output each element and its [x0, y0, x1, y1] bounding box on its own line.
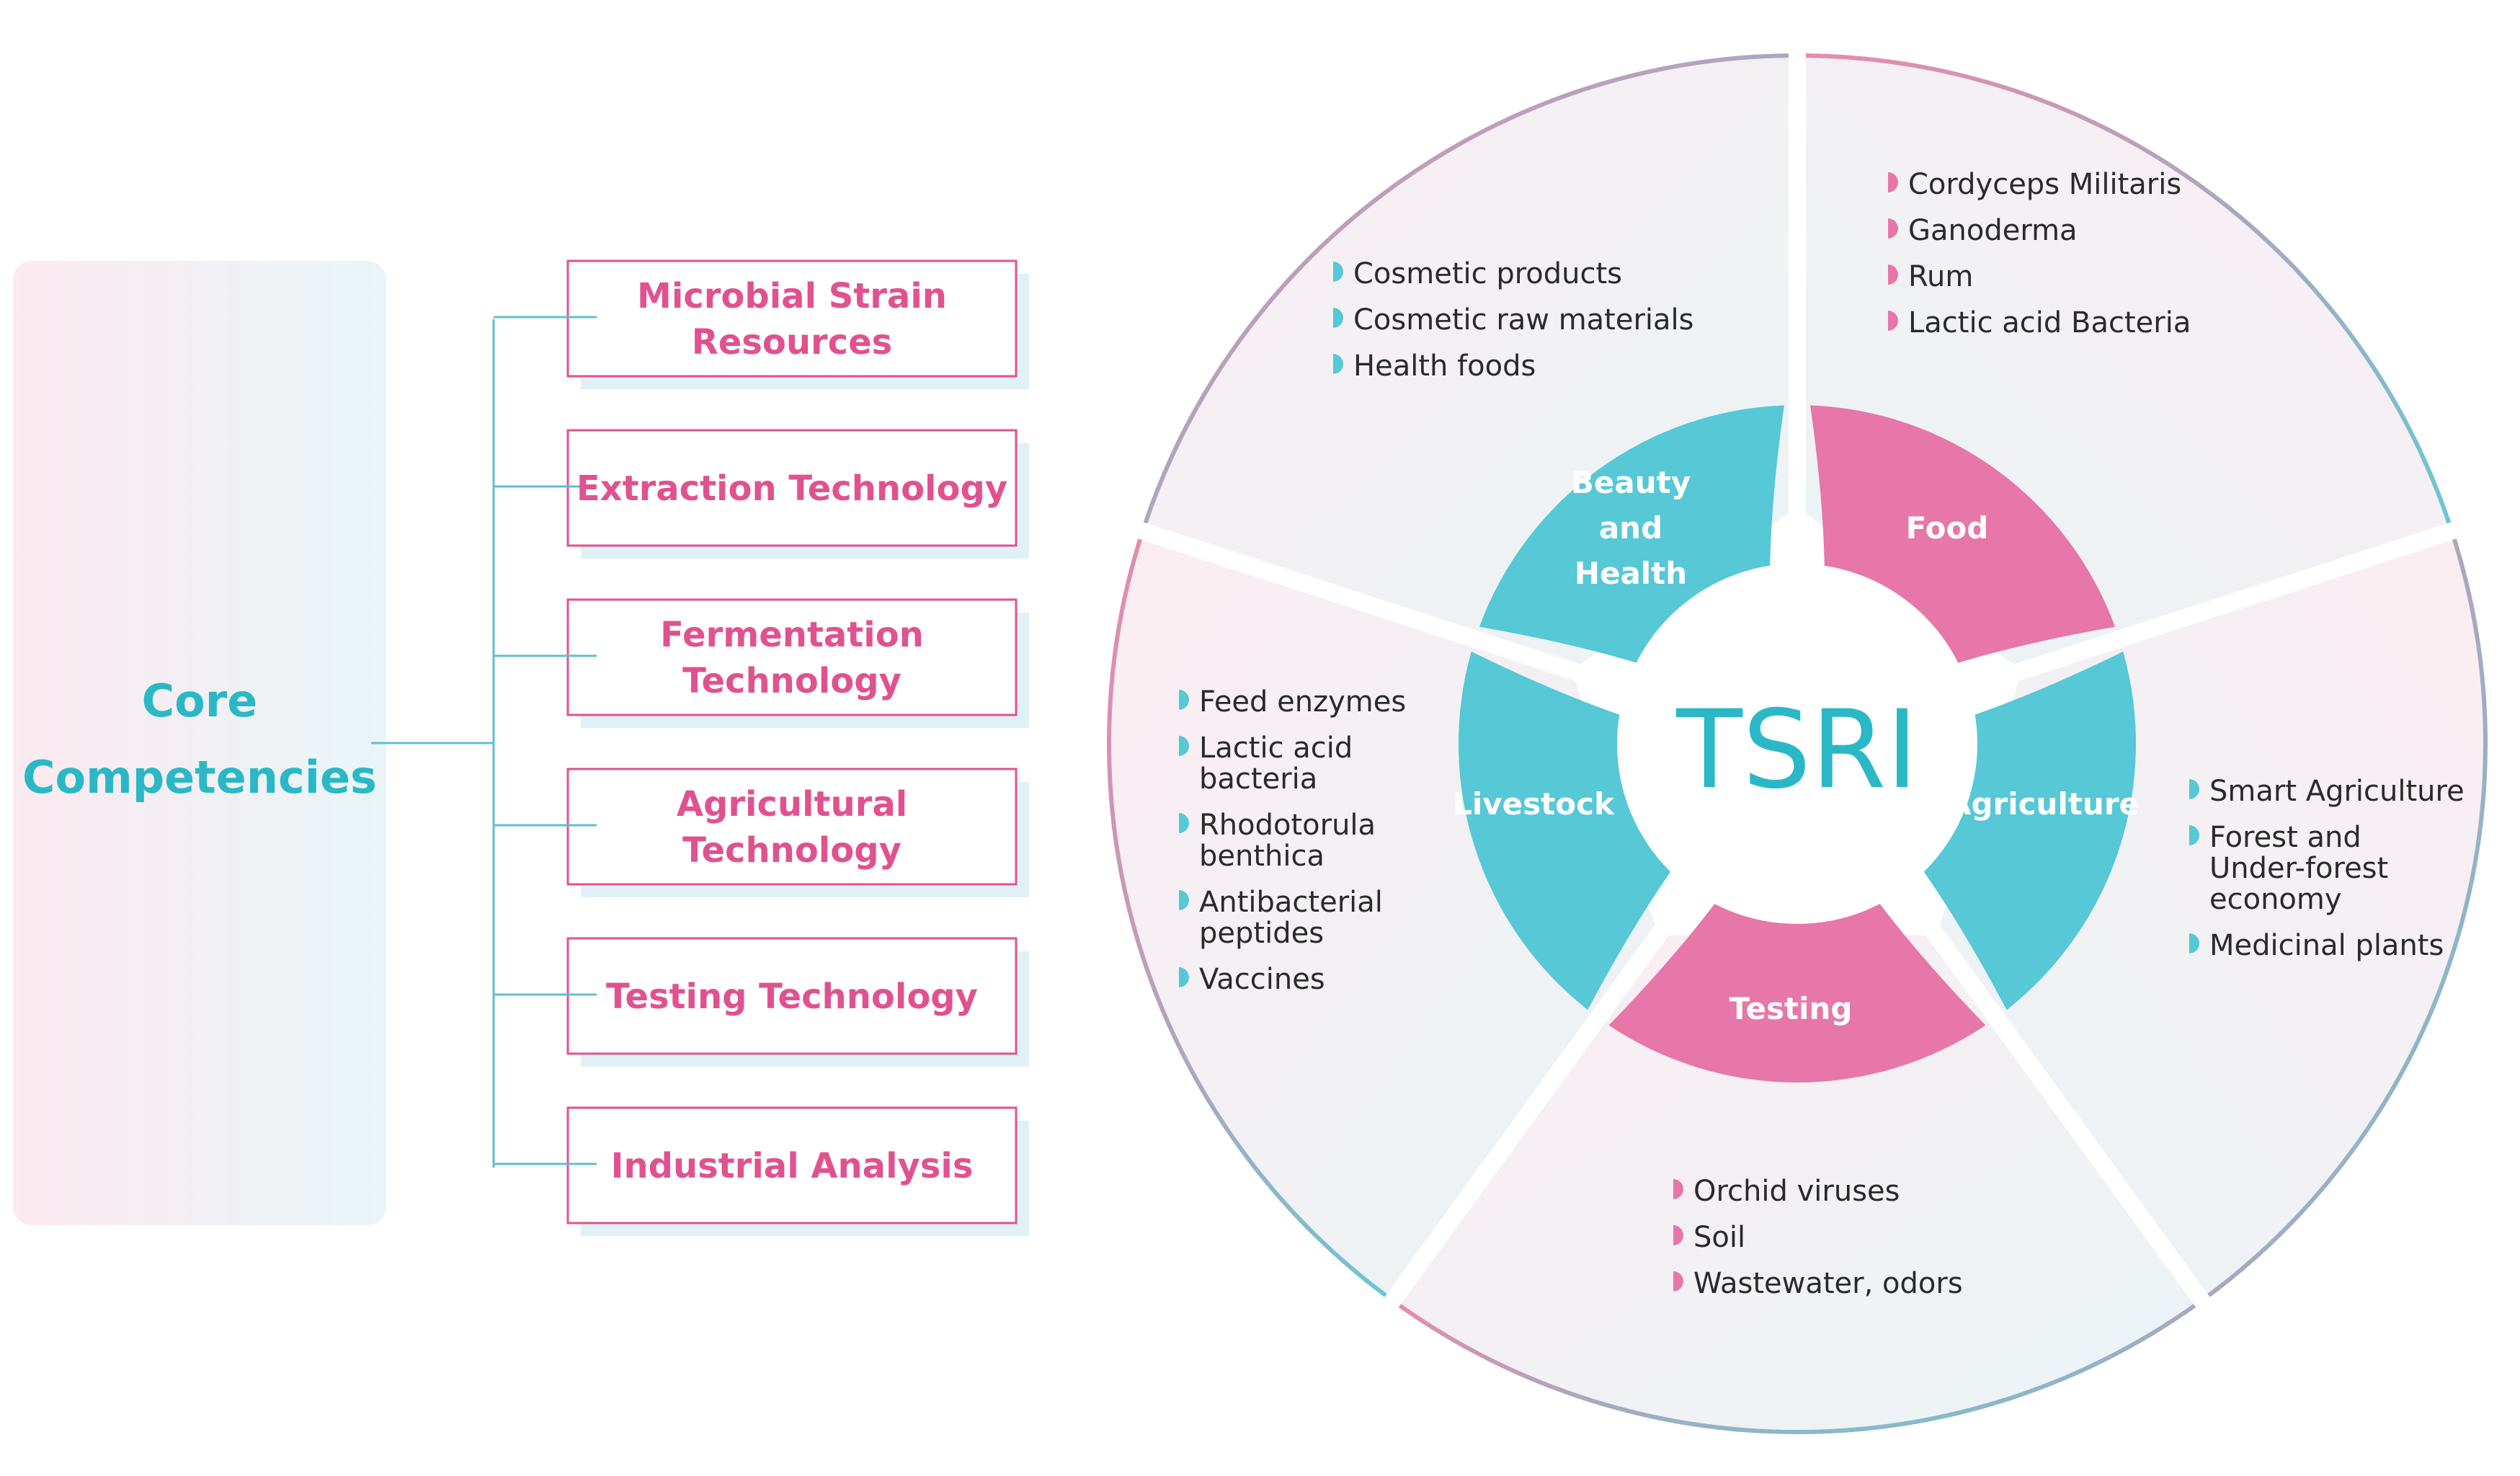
competency-box: [566, 768, 1018, 886]
competency-label: Agricultural: [677, 784, 907, 824]
list-item: bacteria: [1199, 763, 1317, 796]
sector-rim-livestock: [1107, 538, 1387, 1297]
bullet-icon: [2189, 779, 2199, 799]
list-item: Medicinal plants: [2209, 929, 2444, 962]
core-title-line2: Competencies: [22, 751, 377, 804]
list-item: Antibacterial: [1199, 886, 1383, 919]
competency-label: Technology: [682, 661, 901, 701]
sector-rim-testing: [1398, 1304, 2196, 1434]
bullet-icon: [1673, 1271, 1683, 1292]
domain-label-agriculture: Agriculture: [1948, 786, 2140, 822]
center-title: TSRI: [1675, 688, 1918, 813]
list-item: economy: [2209, 883, 2342, 916]
petal-testing: [1608, 859, 1986, 1083]
domain-label-beauty: and: [1599, 510, 1662, 546]
list-item: Ganoderma: [1908, 214, 2078, 247]
sector-rim-beauty: [1143, 53, 1789, 524]
core-panel: [13, 261, 386, 1225]
competency-label: Microbial Strain: [637, 276, 947, 316]
domain-label-livestock: Livestock: [1453, 786, 1615, 822]
domain-label-food: Food: [1906, 510, 1989, 546]
competency-box: [566, 429, 1018, 547]
bullet-icon: [1888, 218, 1898, 239]
bullet-icon: [1333, 262, 1343, 282]
list-item: Lactic acid: [1199, 732, 1353, 765]
competency-label: Extraction Technology: [576, 468, 1007, 509]
bullet-icon: [1179, 813, 1189, 833]
list-item: Cosmetic products: [1353, 257, 1622, 290]
core-title-line1: Core: [142, 675, 258, 727]
bullet-icon: [1673, 1179, 1683, 1199]
domain-label-beauty: Health: [1575, 556, 1687, 591]
competency-box: [566, 598, 1018, 716]
domain-label-beauty: Beauty: [1571, 465, 1691, 500]
list-item: Wastewater, odors: [1693, 1267, 1963, 1300]
competency-label: Fermentation: [660, 615, 924, 655]
bullet-icon: [1673, 1225, 1683, 1245]
list-item: Rhodotorula: [1199, 809, 1376, 842]
bullet-icon: [1888, 311, 1898, 331]
bullet-icon: [1888, 172, 1898, 192]
competency-item: Industrial Analysis: [494, 1106, 1029, 1236]
list-item: Vaccines: [1199, 963, 1325, 996]
competency-item: Testing Technology: [494, 937, 1029, 1067]
competency-label: Testing Technology: [606, 977, 978, 1017]
bullet-icon: [1179, 967, 1189, 987]
list-item: Feed enzymes: [1199, 685, 1406, 719]
competency-label: Industrial Analysis: [611, 1146, 974, 1186]
bullet-icon: [1179, 890, 1189, 910]
bullet-icon: [2189, 933, 2199, 953]
competency-box: [566, 937, 1018, 1055]
list-item: peptides: [1199, 917, 1324, 950]
competency-label: Resources: [692, 322, 892, 363]
list-item: Health foods: [1353, 350, 1536, 383]
list-item: Lactic acid Bacteria: [1908, 306, 2191, 339]
list-item: Forest and: [2209, 821, 2361, 854]
center-disc: [1617, 564, 1977, 924]
list-item: Smart Agriculture: [2209, 775, 2465, 808]
list-item: Soil: [1693, 1221, 1745, 1254]
bullet-icon: [1333, 354, 1343, 374]
bullet-icon: [1179, 690, 1189, 710]
sector-testing: [1399, 935, 2195, 1433]
bullet-icon: [1888, 264, 1898, 285]
bullet-icon: [2189, 825, 2199, 845]
competency-box: [566, 1106, 1018, 1224]
list-item: Cosmetic raw materials: [1353, 303, 1694, 337]
domain-label-testing: Testing: [1729, 991, 1853, 1026]
sector-rim-agriculture: [2207, 538, 2488, 1297]
competency-item: Extraction Technology: [494, 429, 1029, 559]
list-item: Orchid viruses: [1693, 1175, 1900, 1208]
list-item: Cordyceps Militaris: [1908, 168, 2181, 201]
bullet-icon: [1333, 308, 1343, 328]
list-item: Rum: [1908, 260, 1973, 293]
competency-label: Technology: [682, 830, 901, 871]
list-item: Under-forest: [2209, 852, 2388, 885]
competency-connector: [371, 319, 495, 1168]
bullet-icon: [1179, 736, 1189, 756]
list-item: benthica: [1199, 840, 1324, 873]
competency-box: [566, 259, 1018, 378]
sector-rim-food: [1805, 53, 2452, 524]
